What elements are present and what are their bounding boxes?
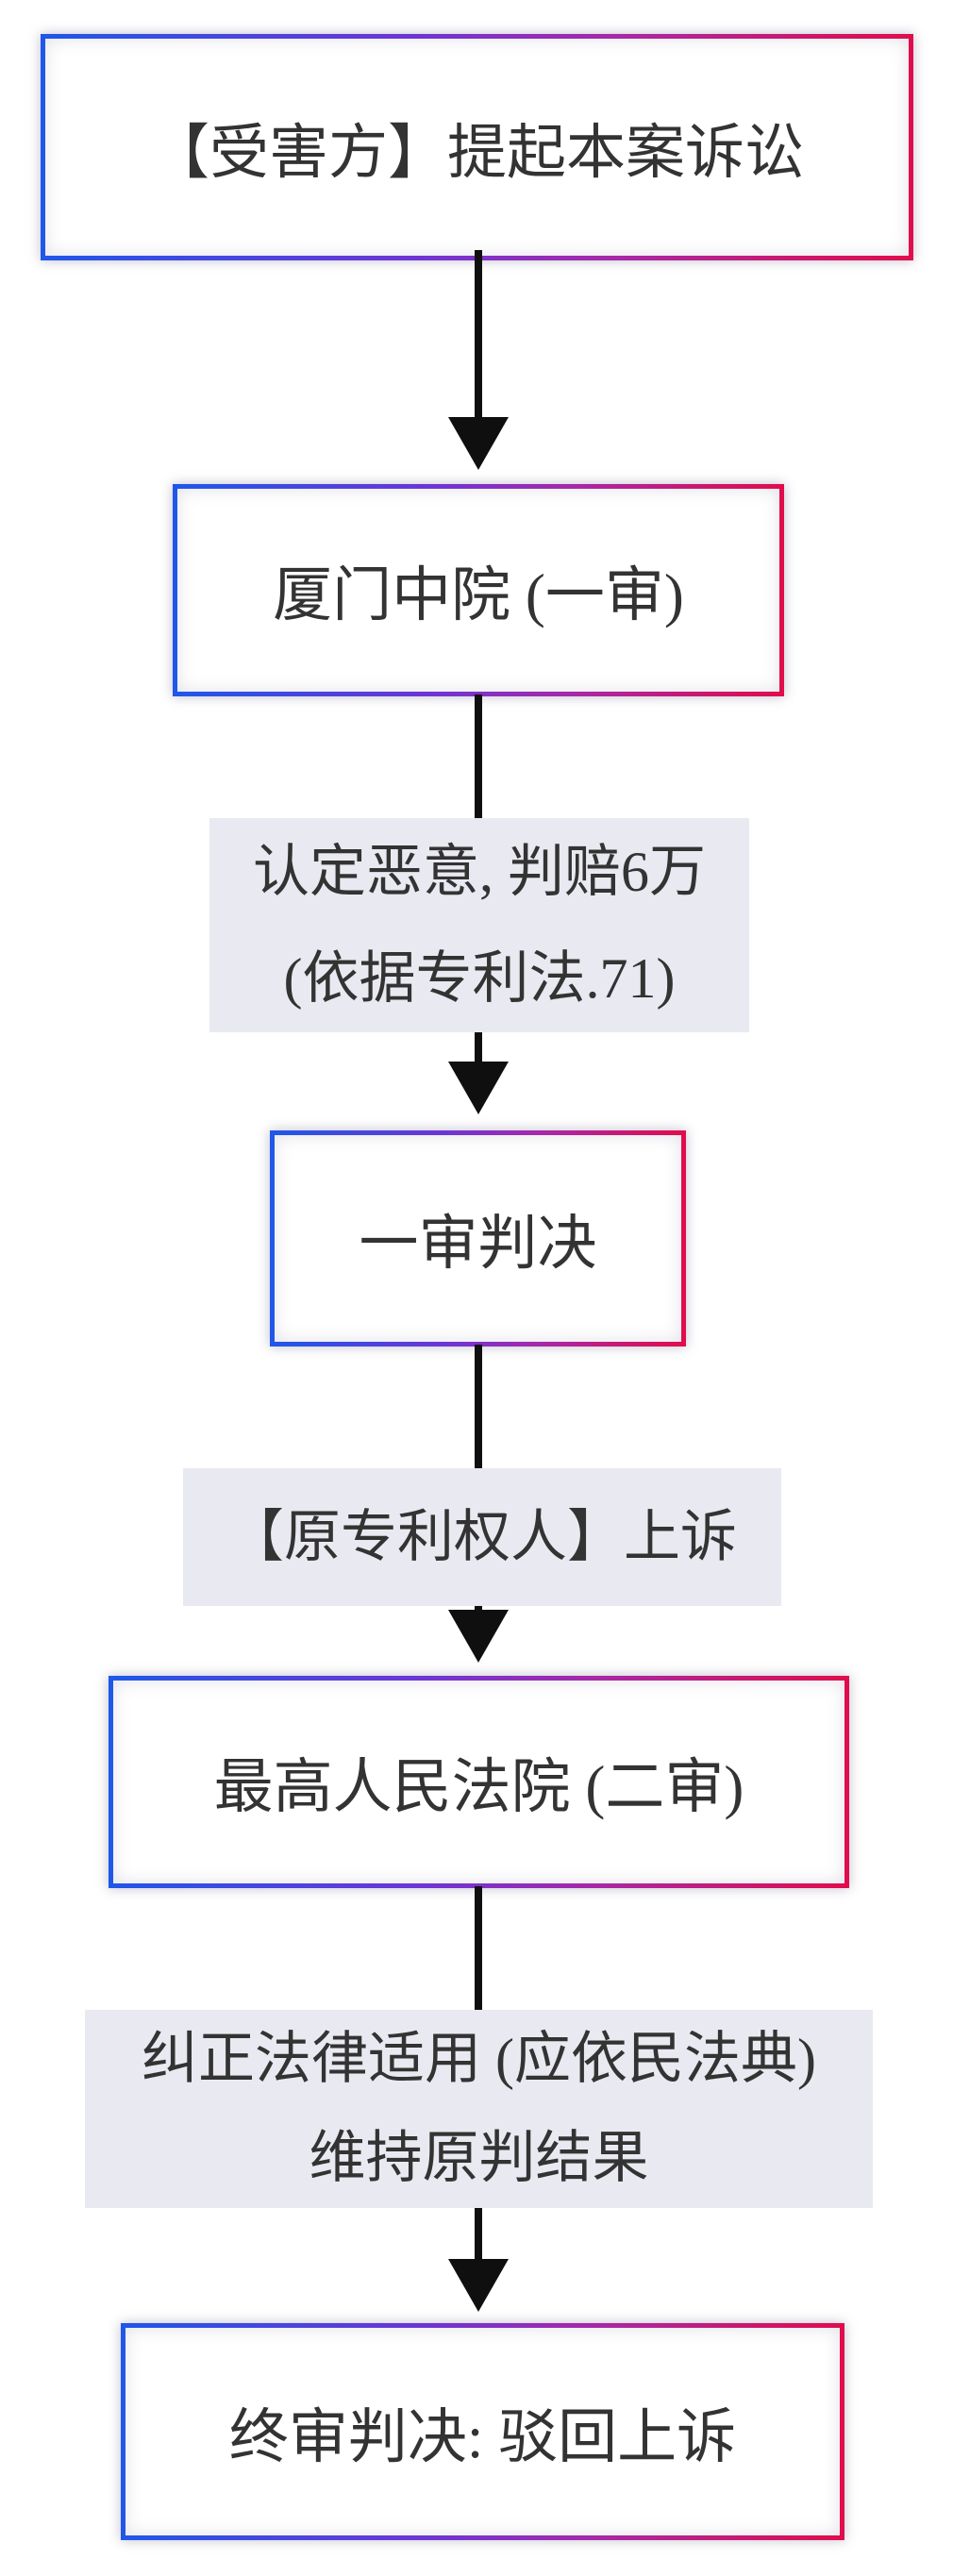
- edge-label-line: 纠正法律适用 (应依民法典): [142, 2028, 816, 2090]
- connector-line: [475, 1032, 482, 1063]
- flow-node-first-judgment: 一审判决: [270, 1130, 686, 1347]
- flow-node-lawsuit-filed: 【受害方】提起本案诉讼: [41, 34, 913, 260]
- edge-label-first-instance-ruling: 认定恶意, 判赔6万 (依据专利法.71): [209, 818, 749, 1032]
- edge-label-line: 认定恶意, 判赔6万: [253, 840, 706, 903]
- edge-label-line: 维持原判结果: [309, 2127, 649, 2189]
- flow-node-label: 厦门中院 (一审): [273, 562, 684, 628]
- flow-node-supreme-court: 最高人民法院 (二审): [109, 1676, 849, 1888]
- flow-node-label: 【受害方】提起本案诉讼: [150, 119, 804, 186]
- connector-line: [475, 2208, 482, 2261]
- arrow-down-icon: [448, 2259, 509, 2312]
- edge-label-second-instance-ruling: 纠正法律适用 (应依民法典) 维持原判结果: [85, 2010, 873, 2208]
- edge-label-line: 【原专利权人】上诉: [227, 1506, 737, 1568]
- arrow-down-icon: [448, 1062, 509, 1114]
- connector-line: [475, 250, 482, 417]
- flow-node-label: 最高人民法院 (二审): [213, 1754, 744, 1820]
- flow-node-xiamen-court: 厦门中院 (一审): [173, 484, 784, 696]
- arrow-down-icon: [448, 1610, 509, 1663]
- connector-line: [475, 1606, 482, 1612]
- connector-line: [475, 1345, 482, 1468]
- flow-node-label: 终审判决: 驳回上诉: [228, 2403, 737, 2470]
- flow-node-label: 一审判决: [359, 1211, 597, 1277]
- flow-node-final-judgment: 终审判决: 驳回上诉: [121, 2323, 844, 2540]
- arrow-down-icon: [448, 417, 509, 470]
- connector-line: [475, 694, 482, 819]
- edge-label-line: (依据专利法.71): [283, 946, 676, 1010]
- connector-line: [475, 1886, 482, 2010]
- edge-label-appeal: 【原专利权人】上诉: [183, 1468, 781, 1606]
